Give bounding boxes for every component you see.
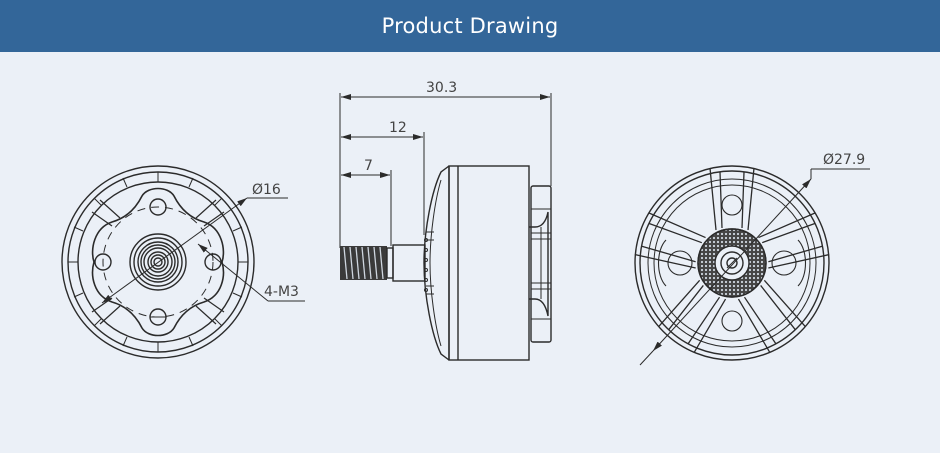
side-view [339, 93, 552, 361]
dim-overall-length: 30.3 [426, 80, 457, 96]
product-drawing: Ø16 4-M3 [61, 80, 870, 366]
front-view [61, 165, 305, 359]
front-diameter-label: Ø16 [252, 182, 281, 198]
header-bar: Product Drawing [0, 0, 940, 52]
rear-diameter-label: Ø27.9 [823, 152, 865, 168]
rear-view [634, 165, 870, 366]
dim-thread-length: 7 [364, 158, 373, 174]
dim-shaft-length: 12 [389, 120, 407, 136]
front-holes-label: 4-M3 [264, 284, 299, 300]
page-title: Product Drawing [381, 14, 559, 38]
